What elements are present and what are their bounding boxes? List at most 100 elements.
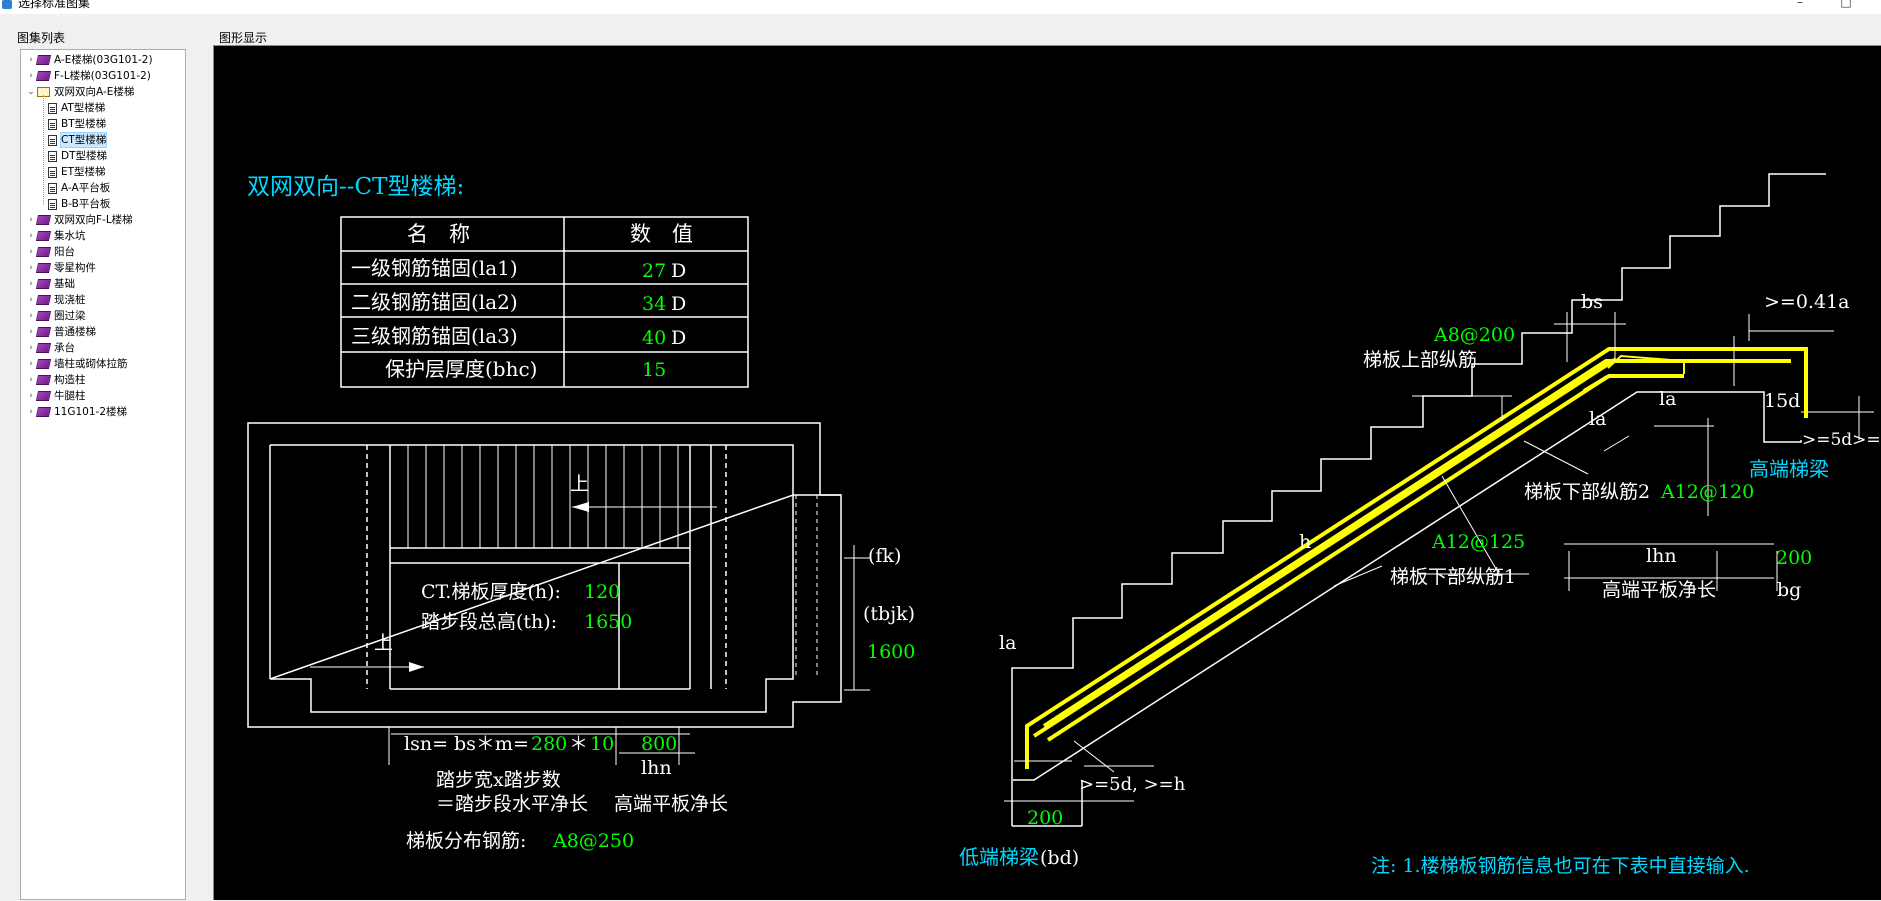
expand-chevron-icon[interactable]: › — [29, 375, 33, 385]
document-icon — [48, 198, 57, 210]
bd-value[interactable]: 200 — [1027, 807, 1063, 829]
tree-leaf-item[interactable]: A-A平台板 — [48, 181, 110, 195]
table-row-name: 一级钢筋锚固(la1) — [351, 256, 518, 280]
tree-leaf-item[interactable]: BT型楼梯 — [48, 117, 106, 131]
table-row-value[interactable]: 40 — [642, 327, 666, 349]
expand-chevron-icon[interactable]: › — [29, 391, 33, 401]
stair-plan-view — [247, 422, 870, 765]
tree-item-label: 双网双向A-E楼梯 — [54, 86, 135, 98]
top-rebar-label: 梯板上部纵筋 — [1363, 349, 1477, 371]
tree-folder-item[interactable]: ›普通楼梯 — [25, 325, 96, 339]
expand-chevron-icon[interactable]: › — [29, 359, 33, 369]
table-row-name: 三级钢筋锚固(la3) — [351, 324, 518, 348]
expand-chevron-icon[interactable]: › — [29, 327, 33, 337]
tree-folder-item[interactable]: › 牛腿柱 — [25, 389, 86, 403]
expand-chevron-icon[interactable]: › — [29, 343, 33, 353]
tree-item-label: 双网双向F-L楼梯 — [54, 214, 133, 226]
lhn-value[interactable]: 800 — [641, 733, 677, 755]
document-icon — [48, 166, 57, 178]
note-text: 注: 1.楼梯板钢筋信息也可在下表中直接输入. — [1371, 855, 1750, 877]
step-caption-1: 踏步宽x踏步数 — [436, 769, 561, 791]
tree-item-label: 牛腿柱 — [54, 390, 86, 402]
book-icon — [35, 311, 52, 321]
expand-chevron-icon[interactable]: › — [29, 407, 33, 417]
tree-item-label: AT型楼梯 — [61, 102, 106, 114]
tree-panel-label: 图集列表 — [17, 31, 66, 45]
book-icon — [35, 327, 52, 337]
minimize-button[interactable]: – — [1797, 0, 1803, 9]
ge5d-h-label: >=5d, >=h — [1079, 774, 1186, 795]
app-icon — [2, 0, 12, 9]
top-rebar-value[interactable]: A8@200 — [1433, 324, 1515, 346]
bottom-rebar-1-value[interactable]: A12@125 — [1431, 531, 1525, 553]
cad-drawing: 双网双向--CT型楼梯: 名 称 数 值 一级钢筋锚固(la1) 27 D 二级… — [247, 173, 1881, 877]
book-icon — [35, 231, 52, 241]
tree-leaf-item[interactable]: DT型楼梯 — [48, 149, 107, 163]
tree-folder-item[interactable]: › 11G101-2楼梯 — [25, 405, 127, 419]
table-row-value[interactable]: 15 — [642, 359, 666, 381]
tree-folder-item[interactable]: › 构造柱 — [25, 373, 86, 387]
book-icon — [35, 247, 52, 257]
tree-item-label: 现浇桩 — [54, 294, 86, 306]
expand-chevron-icon[interactable]: › — [29, 247, 33, 257]
tree-leaf-item[interactable]: AT型楼梯 — [48, 101, 105, 115]
table-row-value[interactable]: 27 — [642, 260, 666, 282]
maximize-button[interactable]: □ — [1840, 0, 1852, 9]
stair-section-view — [1011, 173, 1874, 827]
tree-leaf-item[interactable]: ET型楼梯 — [48, 165, 106, 179]
tbjk-value[interactable]: 1600 — [867, 641, 915, 663]
expand-chevron-icon[interactable]: › — [29, 295, 33, 305]
tree-item-label: 11G101-2楼梯 — [54, 406, 128, 418]
expand-chevron-icon[interactable]: › — [29, 55, 33, 65]
tree-folder-item[interactable]: ›F-L楼梯(03G101-2) — [25, 69, 151, 83]
table-header-value: 数 值 — [630, 222, 693, 246]
bd-label: (bd) — [1040, 847, 1079, 869]
book-icon — [35, 295, 52, 305]
tree-leaf-item[interactable]: B-B平台板 — [48, 197, 110, 211]
tree-item-label: A-A平台板 — [61, 182, 111, 194]
tree-folder-item[interactable]: ›基础 — [25, 277, 75, 291]
table-row-value[interactable]: 34 — [642, 293, 666, 315]
table-row-unit: D — [671, 293, 686, 315]
thickness-value[interactable]: 120 — [584, 581, 620, 603]
atlas-tree[interactable]: ›A-E楼梯(03G101-2) ›F-L楼梯(03G101-2) ⌄ 双网双向A-E… — [20, 49, 186, 900]
expand-chevron-icon[interactable]: › — [29, 263, 33, 273]
title-bar: 选择标准图集 – □ — [0, 0, 1881, 14]
rebar-lines — [1025, 347, 1808, 769]
bottom-rebar-2-label: 梯板下部纵筋2 — [1524, 481, 1650, 503]
expand-chevron-icon[interactable]: › — [29, 71, 33, 81]
bg-label: bg — [1777, 579, 1801, 601]
total-height-value[interactable]: 1650 — [584, 611, 632, 633]
expand-chevron-icon[interactable]: › — [29, 231, 33, 241]
tree-folder-item[interactable]: ›集水坑 — [25, 229, 85, 243]
book-icon — [35, 263, 52, 273]
bs-value[interactable]: 280 — [531, 733, 567, 755]
m-value[interactable]: 10 — [590, 733, 614, 755]
tree-folder-item[interactable]: › 圈过梁 — [25, 309, 86, 323]
tree-folder-item[interactable]: ›墙柱或砌体拉筋 — [25, 357, 127, 371]
tree-folder-item[interactable]: ›承台 — [25, 341, 75, 355]
document-icon — [48, 118, 57, 130]
ge041la-label: >=0.41a — [1764, 291, 1849, 313]
collapse-chevron-icon[interactable]: ⌄ — [27, 87, 35, 97]
tree-item-label: 圈过梁 — [54, 310, 86, 322]
document-icon — [48, 102, 57, 114]
tree-folder-item[interactable]: ›阳台 — [25, 245, 75, 259]
tree-item-label: 构造柱 — [54, 374, 86, 386]
tree-folder-item[interactable]: › 现浇桩 — [25, 293, 86, 307]
book-icon — [35, 391, 52, 401]
expand-chevron-icon[interactable]: › — [29, 311, 33, 321]
tree-folder-item[interactable]: ›A-E楼梯(03G101-2) — [25, 53, 152, 67]
tree-folder-item[interactable]: › 双网双向F-L楼梯 — [25, 213, 133, 227]
lhn-section-value[interactable]: 200 — [1776, 547, 1812, 569]
tree-folder-item[interactable]: ⌄ 双网双向A-E楼梯 — [25, 85, 134, 99]
tree-folder-item[interactable]: ›零星构件 — [25, 261, 96, 275]
distribution-value[interactable]: A8@250 — [552, 830, 634, 852]
plan-up-label: 上 — [570, 473, 589, 495]
expand-chevron-icon[interactable]: › — [29, 215, 33, 225]
bottom-rebar-2-value[interactable]: A12@120 — [1660, 481, 1754, 503]
tree-leaf-item[interactable]: CT型楼梯 — [48, 132, 108, 148]
table-row-unit: D — [671, 260, 686, 282]
expand-chevron-icon[interactable]: › — [29, 279, 33, 289]
high-platform-caption: 高端平板净长 — [614, 793, 728, 815]
